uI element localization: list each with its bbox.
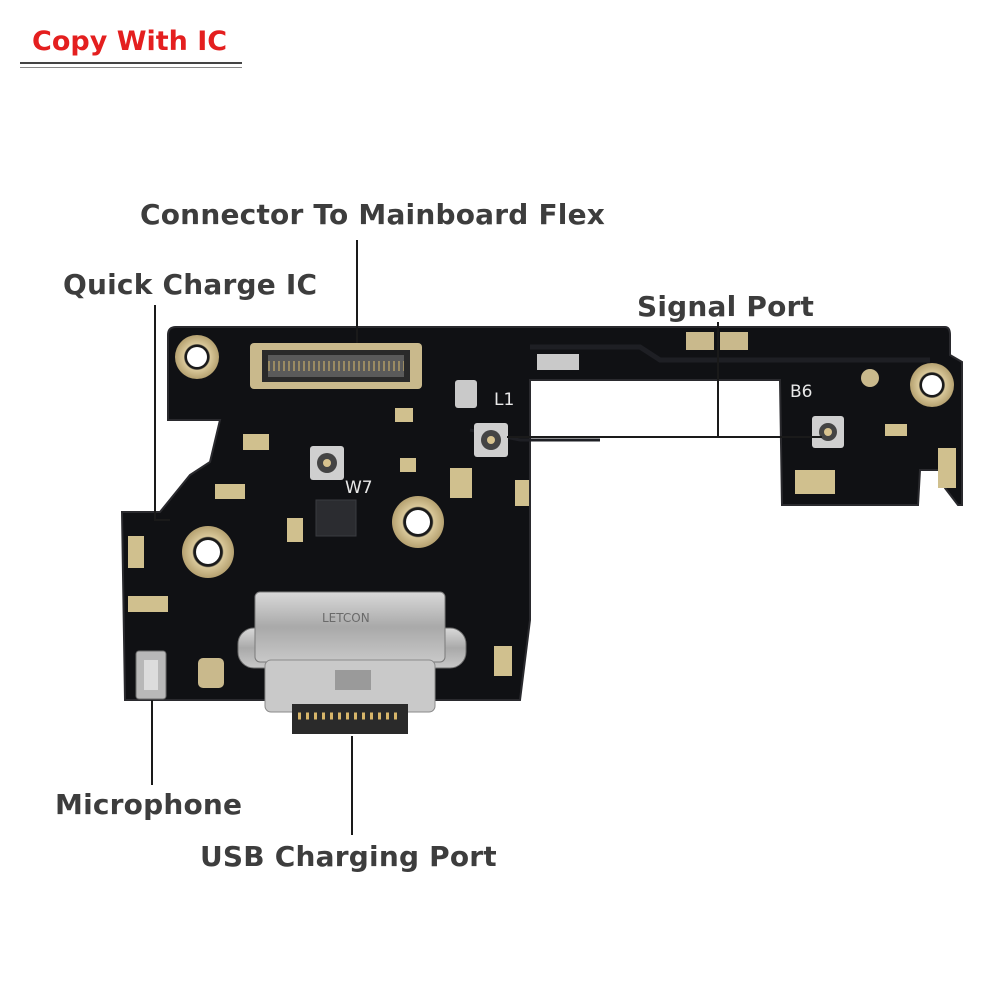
mounting-hole-right xyxy=(910,363,954,407)
small-via-right xyxy=(861,369,879,387)
antenna-socket-l1 xyxy=(474,423,508,457)
callout-usb-charging-port: USB Charging Port xyxy=(200,840,497,873)
quick-charge-ic xyxy=(315,499,357,537)
microphone-component xyxy=(135,650,224,700)
usb-brand-label: LETCON xyxy=(322,611,370,625)
silkscreen-w7: W7 xyxy=(345,478,373,498)
callout-connector-to-mainboard-flex: Connector To Mainboard Flex xyxy=(140,198,606,231)
badge-label: Copy With IC xyxy=(32,26,228,57)
callout-microphone: Microphone xyxy=(55,788,243,821)
mounting-hole-center xyxy=(392,496,444,548)
callout-quick-charge-ic: Quick Charge IC xyxy=(63,268,318,301)
usb-c-port: LETCON xyxy=(237,591,467,734)
callout-signal-port: Signal Port xyxy=(637,290,815,323)
silkscreen-l1: L1 xyxy=(494,390,514,410)
silkscreen-b6: B6 xyxy=(790,382,812,402)
antenna-socket-w7 xyxy=(310,446,344,480)
mainboard-connector xyxy=(250,343,422,389)
badge-underline-thin xyxy=(20,67,242,68)
copy-with-ic-badge: Copy With IC xyxy=(20,12,242,68)
mounting-hole-left-top xyxy=(175,335,219,379)
leader-lines xyxy=(151,240,822,835)
badge-underline xyxy=(20,62,242,64)
smd-components xyxy=(128,332,956,676)
mounting-hole-left xyxy=(182,526,234,578)
antenna-socket-b6 xyxy=(812,416,844,448)
